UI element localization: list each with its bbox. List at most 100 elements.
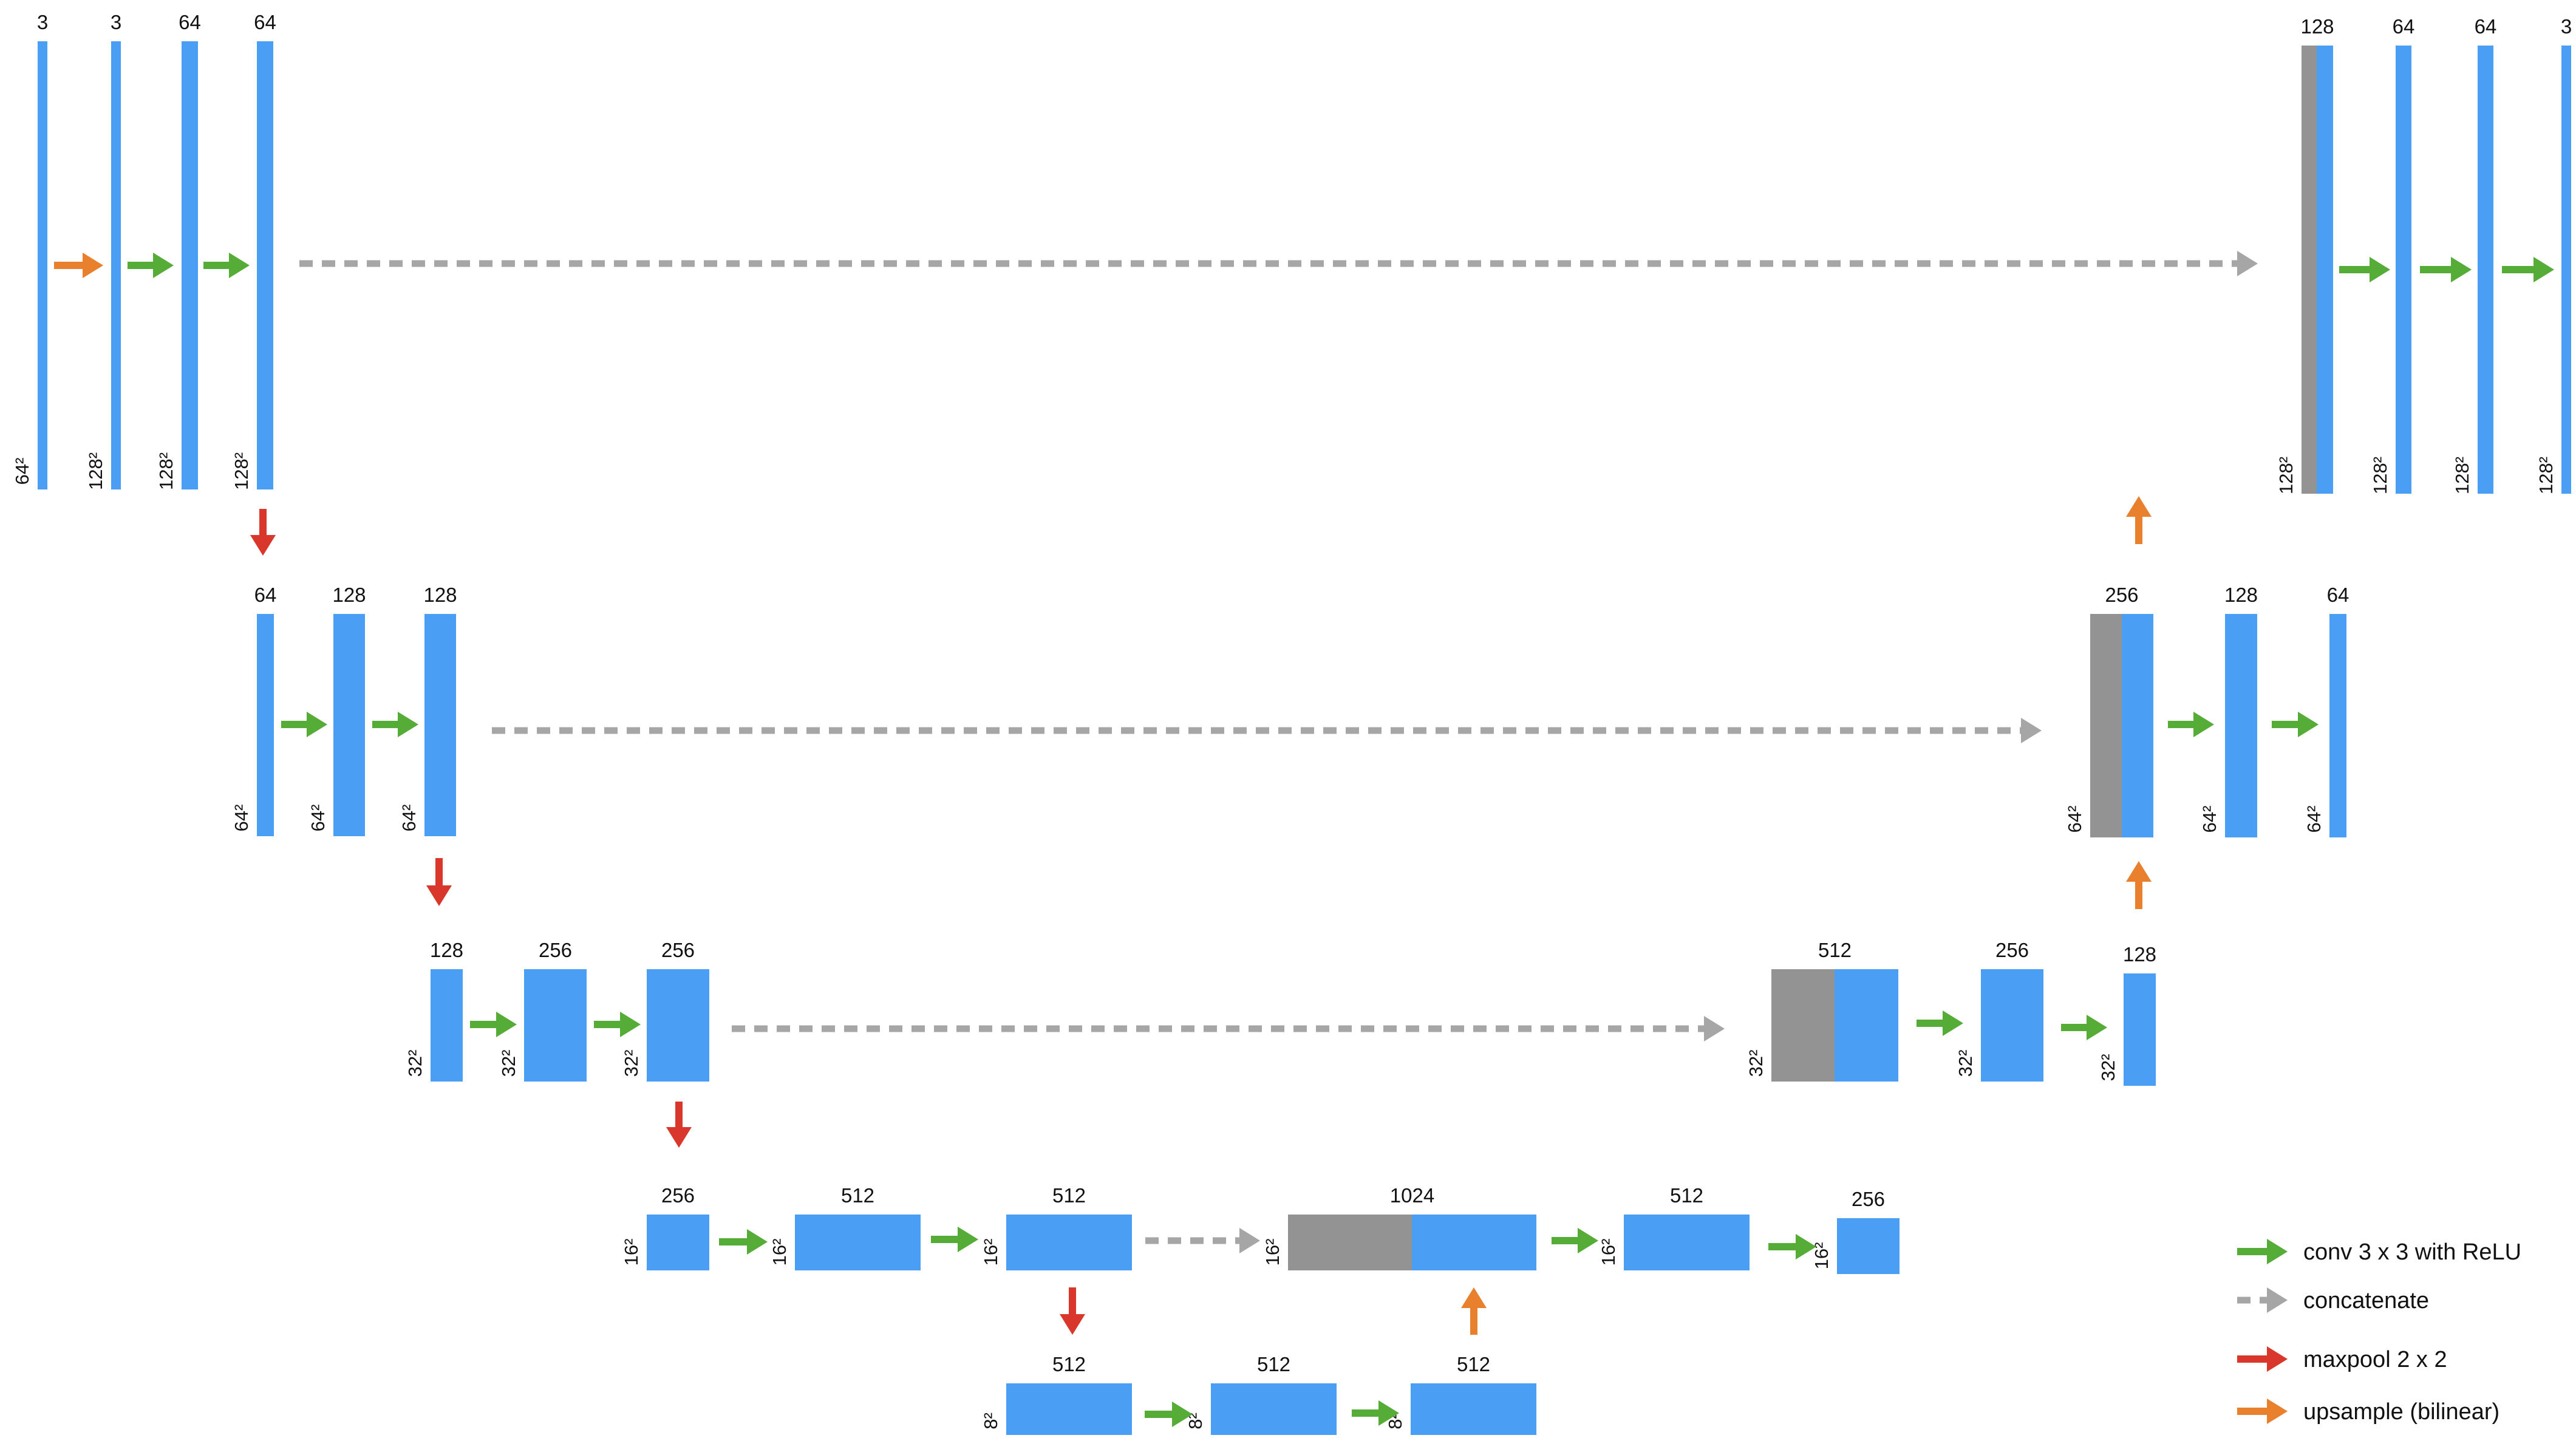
resolution-label: 128² (85, 452, 106, 490)
conv-arrow (2168, 712, 2214, 737)
conv-arrow (2502, 257, 2554, 282)
feature-map-block (257, 614, 274, 836)
concatenate-arrow-head (2237, 251, 2258, 276)
conv-arrow-head (153, 253, 174, 278)
maxpool-arrow-head (1060, 1314, 1085, 1335)
conv-arrow-head (1943, 1010, 1963, 1036)
channel-label: 512 (1670, 1184, 1703, 1207)
channel-label: 1024 (1390, 1184, 1434, 1207)
conv-arrow (2420, 257, 2472, 282)
conv-arrow-head (1796, 1234, 1816, 1259)
resolution-label: 32² (404, 1050, 426, 1077)
concatenate-arrow (1145, 1228, 1260, 1253)
feature-map-block (1288, 1215, 1536, 1270)
feature-map-block (38, 41, 47, 489)
conv-arrow-head (2298, 712, 2319, 737)
channel-label: 128 (2300, 15, 2334, 38)
upsample-arrow-head (1461, 1287, 1487, 1308)
feature-map-block (424, 614, 456, 836)
channel-label: 3 (37, 11, 48, 33)
feature-map-rect (38, 41, 47, 489)
channel-label: 128 (430, 939, 463, 961)
upsample-arrow (54, 253, 103, 278)
legend-label: maxpool 2 x 2 (2303, 1347, 2447, 1372)
feature-map-rect (1837, 1218, 1900, 1274)
conv-arrow (1352, 1400, 1399, 1426)
conv-arrow-head (2087, 1015, 2107, 1040)
feature-map-block (2329, 614, 2346, 837)
upsample-arrow (2126, 496, 2152, 544)
resolution-label: 16² (621, 1239, 642, 1266)
concatenate-arrow (492, 718, 2042, 743)
concat-upsampled-part (1835, 969, 1898, 1082)
upsample-arrow-head (83, 253, 103, 278)
feature-map-block (1837, 1218, 1900, 1274)
feature-map-block (333, 614, 365, 836)
channel-label: 128 (2123, 943, 2156, 966)
feature-map-block (1624, 1215, 1750, 1270)
feature-map-block (257, 41, 273, 489)
resolution-label: 64² (12, 458, 33, 485)
feature-map-block (647, 969, 709, 1082)
feature-map-rect (524, 969, 587, 1082)
channel-label: 256 (2105, 584, 2138, 606)
channel-label: 64 (179, 11, 201, 33)
conv-arrow (372, 712, 418, 737)
resolution-label: 128² (2370, 457, 2391, 494)
maxpool-arrow-head (250, 535, 276, 556)
legend-concatenate-arrow (2237, 1287, 2288, 1313)
resolution-label: 128² (2275, 457, 2297, 494)
resolution-label: 64² (307, 805, 329, 832)
maxpool-arrow-head (666, 1127, 692, 1148)
concat-skip-part (1288, 1215, 1412, 1270)
conv-arrow (470, 1012, 517, 1037)
concatenate-arrow-head (1239, 1228, 1260, 1253)
conv-arrow (2061, 1015, 2107, 1040)
legend-upsample-arrow (2237, 1399, 2288, 1424)
conv-arrow (1917, 1010, 1963, 1036)
conv-arrow (719, 1229, 768, 1255)
legend-label: upsample (bilinear) (2303, 1399, 2499, 1425)
resolution-label: 128² (2535, 457, 2557, 494)
feature-map-block (1006, 1383, 1132, 1438)
channel-label: 64 (2393, 15, 2415, 38)
feature-map-rect (257, 41, 273, 489)
maxpool-arrow (426, 858, 452, 906)
maxpool-arrow-head (426, 885, 452, 906)
feature-map-block (2090, 614, 2153, 837)
feature-map-block (2302, 46, 2333, 494)
conv-arrow-head (2451, 257, 2472, 282)
channel-label: 256 (661, 939, 695, 961)
feature-map-rect (2478, 46, 2493, 494)
feature-map-rect (111, 41, 121, 489)
upsample-arrow (1461, 1287, 1487, 1335)
feature-map-rect (647, 969, 709, 1082)
conv-arrow (1768, 1234, 1816, 1259)
feature-map-rect (2124, 973, 2156, 1086)
conv-arrow (931, 1227, 978, 1252)
upsample-arrow-head (2126, 496, 2152, 517)
feature-map-block (1211, 1383, 1337, 1438)
legend-label: conv 3 x 3 with ReLU (2303, 1239, 2521, 1265)
channel-label: 512 (1818, 939, 1852, 961)
resolution-label: 128² (155, 452, 177, 490)
conv-arrow-head (958, 1227, 978, 1252)
channel-label: 64 (2327, 584, 2349, 606)
concat-upsampled-part (2122, 614, 2153, 837)
legend-maxpool-arrow (2237, 1346, 2288, 1372)
feature-map-rect (1411, 1383, 1536, 1438)
resolution-label: 8² (980, 1412, 1001, 1429)
resolution-label: 16² (1262, 1239, 1283, 1266)
resolution-label: 32² (498, 1050, 519, 1077)
channel-label: 3 (2561, 15, 2572, 38)
channel-label: 512 (841, 1184, 874, 1207)
conv-arrow-head (1578, 1228, 1598, 1253)
conv-arrow-head (1172, 1402, 1193, 1427)
feature-map-rect (333, 614, 365, 836)
conv-arrow-head (307, 712, 327, 737)
conv-arrow (2272, 712, 2319, 737)
channel-label: 512 (1052, 1353, 1086, 1375)
conv-arrow (594, 1012, 641, 1037)
feature-map-rect (2396, 46, 2411, 494)
feature-map-block (2561, 46, 2571, 494)
